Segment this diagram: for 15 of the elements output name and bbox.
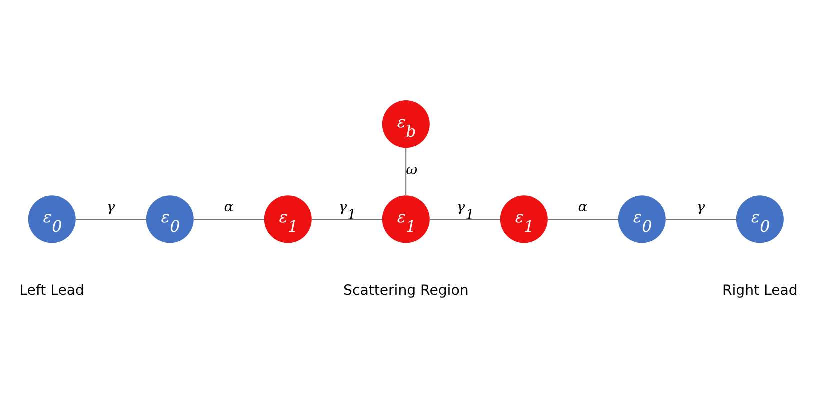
edge-label: γ — [696, 199, 706, 216]
connector — [194, 218, 265, 220]
connector — [76, 218, 147, 220]
edge-label: ω — [406, 162, 418, 178]
label: Scattering Region — [344, 282, 469, 299]
edge-label: α — [578, 199, 588, 216]
connector — [406, 148, 407, 196]
edge-label: α — [224, 199, 234, 216]
connector — [430, 218, 501, 220]
connector — [548, 218, 619, 220]
connector — [312, 218, 383, 220]
label: Left Lead — [20, 282, 85, 299]
connector — [666, 218, 737, 220]
label: Right Lead — [722, 282, 798, 299]
edge-label: γ — [106, 199, 116, 216]
